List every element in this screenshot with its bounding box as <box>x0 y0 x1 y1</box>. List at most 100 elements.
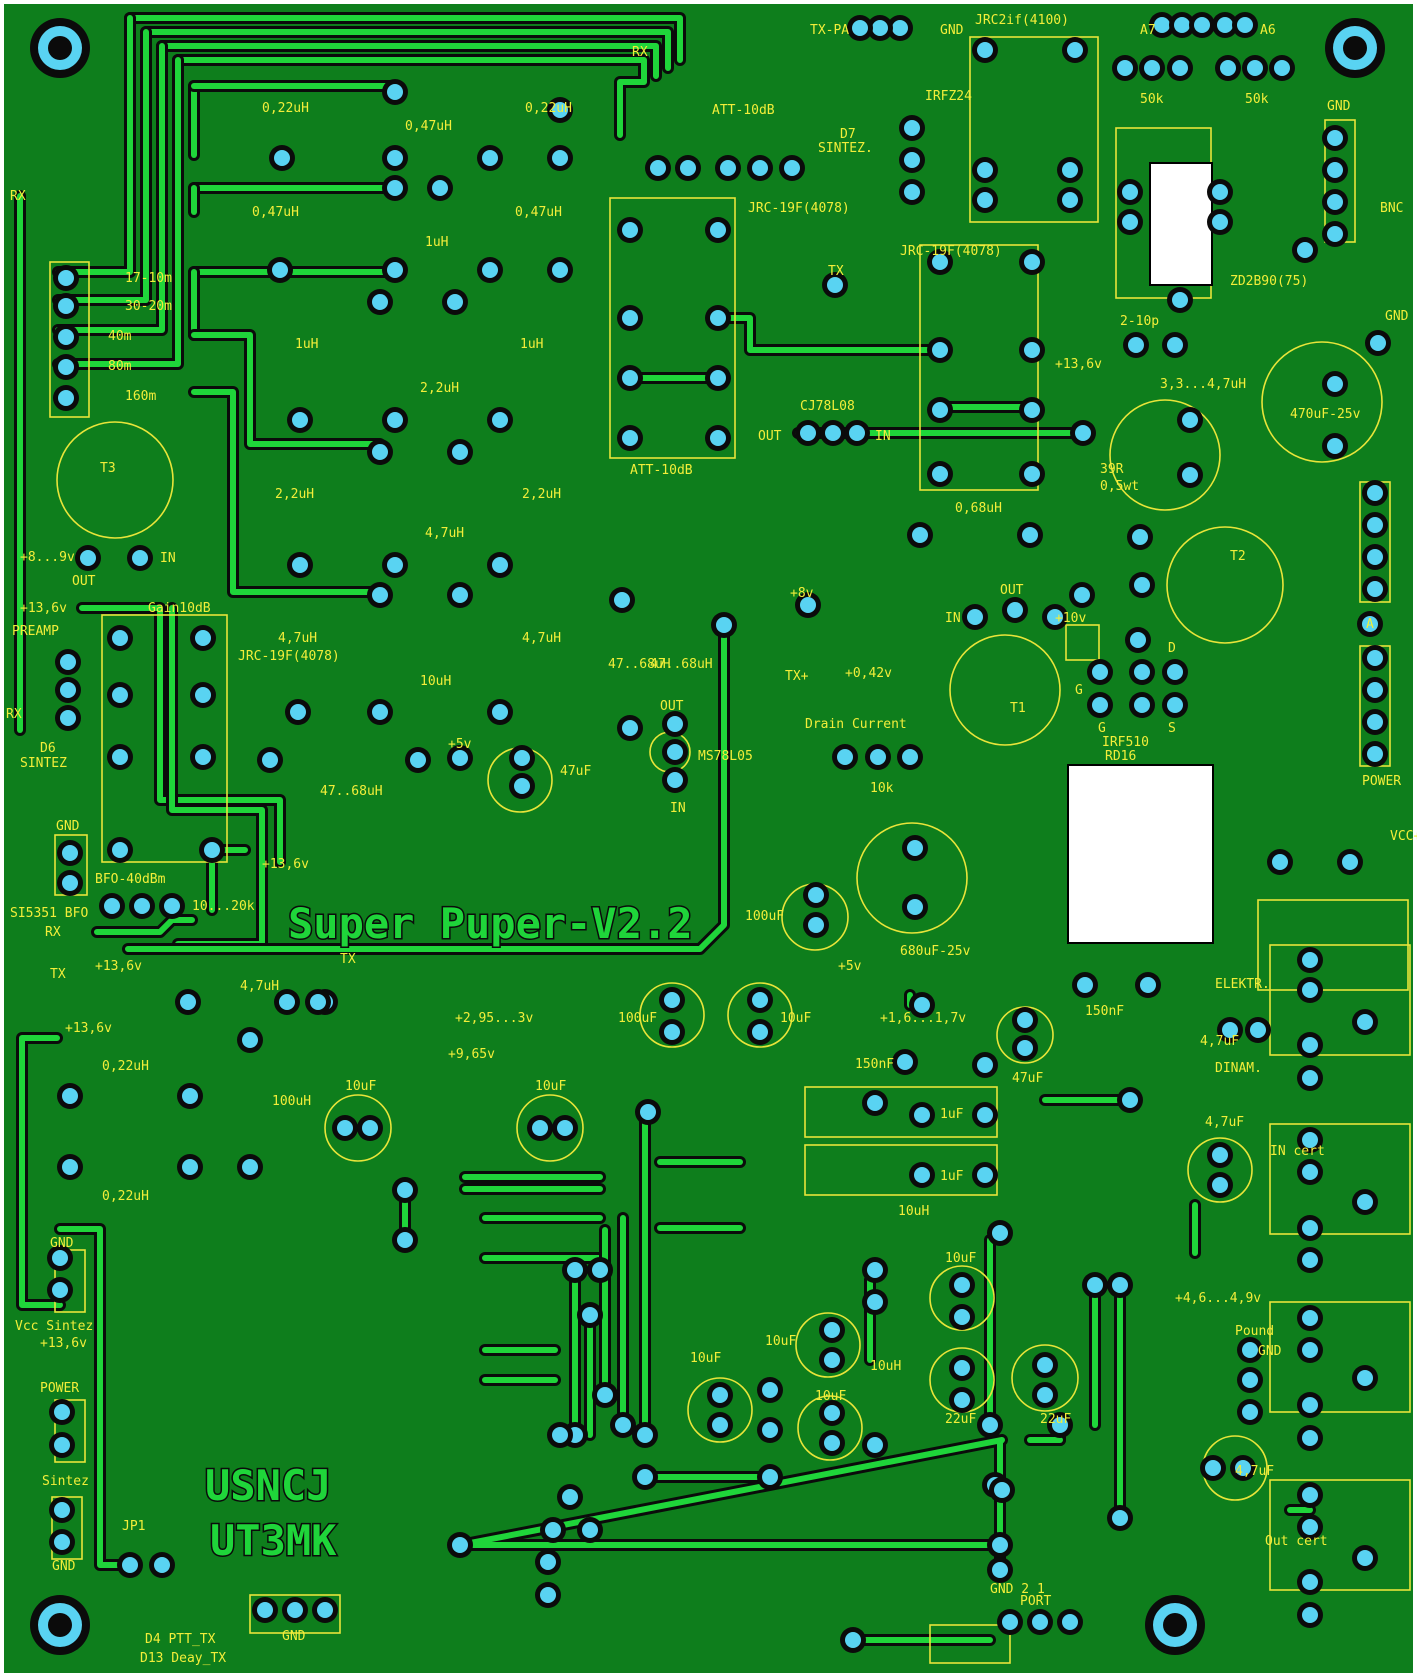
pad-hole-255 <box>279 994 295 1010</box>
pad-hole-196 <box>914 997 930 1013</box>
pad-hole-24 <box>1122 214 1138 230</box>
pad-hole-126 <box>1167 664 1183 680</box>
pad-hole-52 <box>387 557 403 573</box>
label-out-cj: OUT <box>758 429 782 444</box>
pad-hole-216 <box>712 1387 728 1403</box>
label-l47-a: 4,7uH <box>425 526 464 541</box>
pad-hole-174 <box>1357 1194 1373 1210</box>
label-out-t1: OUT <box>1000 583 1024 598</box>
label-gnd-bfo: GND <box>56 819 80 834</box>
pad-hole-269 <box>762 1469 778 1485</box>
pad-hole-221 <box>824 1435 840 1451</box>
label-gnd-l: GND <box>52 1559 76 1574</box>
pad-hole-20 <box>977 192 993 208</box>
pad-hole-204 <box>914 1167 930 1183</box>
silk-box-21 <box>51 1496 83 1560</box>
label-rx-mid: RX <box>45 925 61 940</box>
trace-2 <box>159 43 659 79</box>
label-l100: 100uH <box>272 1094 311 1109</box>
label-rx-d6: RX <box>6 707 22 722</box>
pad-hole-264 <box>552 1427 568 1443</box>
white-block-1 <box>1149 162 1213 286</box>
label-vcc-sintez: Vcc Sintez <box>15 1319 93 1334</box>
label-gnd-top: GND <box>940 23 964 38</box>
label-amp: A <box>1366 617 1374 632</box>
pad-hole-41 <box>387 262 403 278</box>
pad-hole-207 <box>867 1262 883 1278</box>
pad-hole-71 <box>204 842 220 858</box>
trace-24 <box>94 917 195 935</box>
pad-hole-275 <box>452 1537 468 1553</box>
pad-hole-25 <box>1212 184 1228 200</box>
pad-hole-33 <box>552 102 568 118</box>
pad-hole-5 <box>1194 17 1210 33</box>
pad-hole-51 <box>292 557 308 573</box>
label-c47uf: 4,7uF <box>1200 1034 1239 1049</box>
pad-hole-60 <box>410 752 426 768</box>
pad-hole-146 <box>1367 581 1383 597</box>
label-l022d: 0,22uH <box>102 1189 149 1204</box>
pad-hole-197 <box>977 1057 993 1073</box>
pad-hole-168 <box>1250 1022 1266 1038</box>
pad-hole-130 <box>1167 337 1183 353</box>
label-gnd-r: GND <box>1385 309 1409 324</box>
pad-hole-265 <box>597 1387 613 1403</box>
pad-hole-98 <box>710 310 726 326</box>
label-l047-c: 0,47uH <box>515 205 562 220</box>
pad-hole-49 <box>372 444 388 460</box>
label-bfo-k: 10...20k <box>192 899 255 914</box>
trace-4 <box>55 15 133 275</box>
pad-hole-57 <box>372 704 388 720</box>
pad-hole-281 <box>994 1482 1010 1498</box>
label-l22-c: 2,2uH <box>522 487 561 502</box>
trace-21 <box>79 605 283 865</box>
pad-hole-191 <box>1235 1460 1251 1476</box>
pad-hole-151 <box>1362 616 1378 632</box>
pad-hole-69 <box>195 749 211 765</box>
pad-hole-54 <box>372 587 388 603</box>
label-relay-m: JRC-19F(4078) <box>748 201 850 216</box>
label-l068: 0,68uH <box>955 501 1002 516</box>
label-v5a: +5v <box>448 737 472 752</box>
silk-box-2 <box>919 244 1039 491</box>
pad-hole-266 <box>615 1417 631 1433</box>
pad-hole-99 <box>710 370 726 386</box>
pad-hole-119 <box>1007 602 1023 618</box>
label-l10c: 10uH <box>870 1359 901 1374</box>
pad-hole-214 <box>1037 1357 1053 1373</box>
trace-18 <box>715 315 943 353</box>
label-c470: 470uF-25v <box>1290 407 1361 422</box>
pad-hole-85 <box>134 898 150 914</box>
mount-hole-center-0 <box>48 36 72 60</box>
pad-hole-108 <box>1024 466 1040 482</box>
pad-hole-193 <box>664 1024 680 1040</box>
pad-hole-93 <box>622 222 638 238</box>
pad-hole-202 <box>914 1107 930 1123</box>
pad-hole-225 <box>1112 1510 1128 1526</box>
pad-hole-80 <box>60 682 76 698</box>
label-l1-b: 1uH <box>295 337 318 352</box>
pad-hole-86 <box>164 898 180 914</box>
pad-hole-169 <box>1357 1014 1373 1030</box>
label-jp1: JP1 <box>122 1519 145 1534</box>
trace-5 <box>55 29 149 303</box>
pad-hole-17 <box>904 152 920 168</box>
pad-hole-189 <box>1242 1404 1258 1420</box>
mount-hole-center-2 <box>48 1613 72 1637</box>
silk-circle-18 <box>1187 1137 1253 1203</box>
pad-hole-190 <box>1205 1460 1221 1476</box>
pad-hole-61 <box>452 750 468 766</box>
pad-hole-26 <box>1212 214 1228 230</box>
pad-hole-90 <box>667 744 683 760</box>
pad-hole-67 <box>195 687 211 703</box>
pad-hole-3 <box>1154 17 1170 33</box>
label-t1: T1 <box>1010 701 1026 716</box>
label-att-top: ATT-10dB <box>712 103 775 118</box>
pad-hole-257 <box>397 1182 413 1198</box>
label-v8: +8v <box>790 586 814 601</box>
pad-hole-260 <box>592 1262 608 1278</box>
pad-hole-238 <box>62 1159 78 1175</box>
pad-hole-181 <box>1302 1519 1318 1535</box>
silk-circle-9 <box>727 982 793 1048</box>
pad-hole-252 <box>1002 1614 1018 1630</box>
